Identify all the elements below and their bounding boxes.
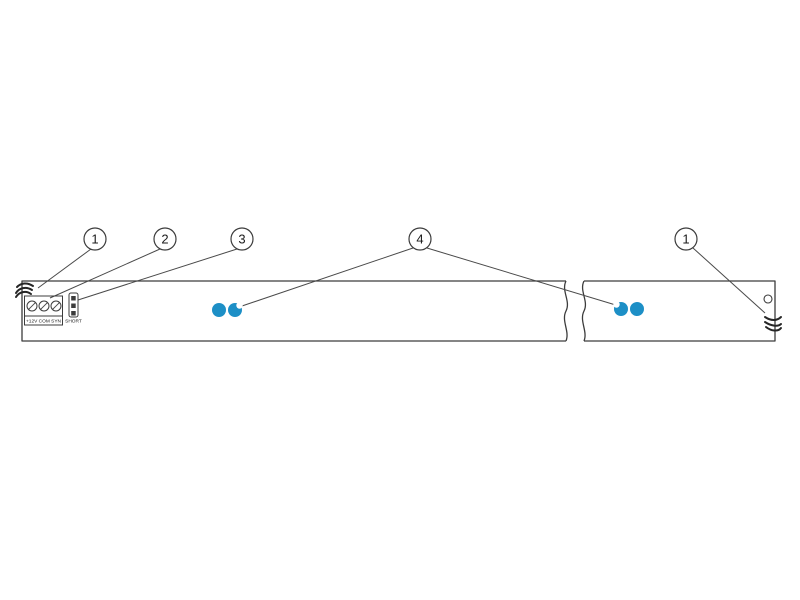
jumper-label: SHORT: [65, 319, 82, 325]
callout-1-left: 1: [83, 227, 107, 251]
callout-circle: [408, 227, 432, 251]
terminal-label-box: [24, 315, 63, 326]
callout-circle: [83, 227, 107, 251]
sensor-notch: [236, 302, 243, 309]
callout-circle: [674, 227, 698, 251]
jumper-pin: [71, 311, 76, 316]
terminal-block: +12V COM SYN: [24, 295, 63, 326]
callout-4: 4: [408, 227, 432, 251]
callout-number: 3: [238, 232, 245, 247]
terminal-screw: [38, 300, 50, 312]
sensor-notch: [613, 301, 620, 308]
callout-number: 1: [682, 232, 689, 247]
jumper-pin: [71, 296, 76, 301]
callout-circle: [230, 227, 254, 251]
callout-number: 2: [161, 232, 168, 247]
jumper-pin: [71, 303, 76, 308]
break-mark-right: [581, 280, 587, 342]
terminal-label: +12V COM SYN: [26, 319, 62, 325]
callout-circle: [153, 227, 177, 251]
jumper-header: SHORT: [65, 292, 82, 325]
leader-line-4-right: [426, 247, 620, 307]
terminal-screw: [26, 300, 38, 312]
body-left-segment: [21, 280, 566, 342]
callout-3: 3: [230, 227, 254, 251]
leader-line-1-right: [692, 247, 766, 314]
leader-line-3: [77, 248, 238, 301]
sensor-dot: [212, 303, 226, 317]
body-right-segment: [584, 280, 776, 342]
jumper-header-body: [68, 292, 79, 318]
terminal-screw: [50, 300, 62, 312]
leader-lines: [37, 247, 766, 314]
callout-number: 1: [91, 232, 98, 247]
callout-2: 2: [153, 227, 177, 251]
leader-line-2: [49, 248, 161, 299]
leader-line-4-left: [238, 247, 414, 308]
sensor-pair-left: [212, 302, 243, 317]
leader-line-1-left: [37, 248, 92, 289]
sensor-pair-right: [613, 301, 644, 316]
tamper-wires-icon-right: [764, 316, 782, 332]
callout-1-right: 1: [674, 227, 698, 251]
led-indicator: [763, 294, 773, 304]
callout-number: 4: [416, 232, 423, 247]
sensor-dot: [630, 302, 644, 316]
tamper-wires-icon-left: [15, 282, 34, 298]
